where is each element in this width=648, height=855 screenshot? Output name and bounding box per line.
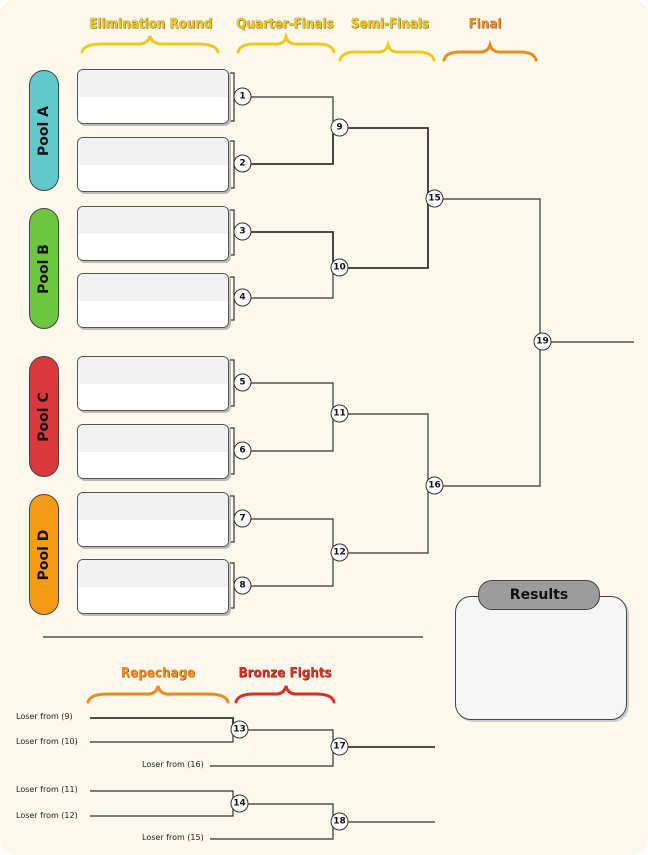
- competitor-entry-top[interactable]: [78, 425, 228, 453]
- pool-d-text: Pool D: [36, 529, 52, 580]
- match-node-3: 3: [233, 222, 252, 241]
- match-node-8: 8: [233, 576, 252, 595]
- match-node-4: 4: [233, 288, 252, 307]
- competitor-entry-bottom[interactable]: [78, 383, 228, 410]
- pool-c-text: Pool C: [36, 391, 52, 442]
- competitor-slot-3[interactable]: [77, 206, 229, 261]
- competitor-slot-2[interactable]: [77, 137, 229, 192]
- match-node-1: 1: [233, 87, 252, 106]
- brace-quarter: [236, 31, 336, 54]
- pool-b-label: Pool B: [29, 208, 59, 329]
- competitor-entry-top[interactable]: [78, 493, 228, 521]
- loser-label-16: Loser from (16): [142, 760, 204, 769]
- pool-c-label: Pool C: [29, 356, 59, 477]
- match-node-10: 10: [330, 258, 349, 277]
- loser-label-12: Loser from (12): [16, 811, 78, 820]
- competitor-entry-bottom[interactable]: [78, 586, 228, 613]
- competitor-entry-top[interactable]: [78, 274, 228, 302]
- loser-label-10: Loser from (10): [16, 737, 78, 746]
- match-node-13: 13: [230, 720, 249, 739]
- pool-d-label: Pool D: [29, 494, 59, 615]
- loser-label-9: Loser from (9): [16, 712, 73, 721]
- competitor-entry-bottom[interactable]: [78, 233, 228, 260]
- pool-b-text: Pool B: [36, 243, 52, 294]
- header-quarter-finals: Quarter-Finals: [236, 17, 334, 32]
- competitor-slot-7[interactable]: [77, 492, 229, 547]
- brace-final: [442, 39, 538, 62]
- loser-label-11: Loser from (11): [16, 785, 78, 794]
- competitor-entry-top[interactable]: [78, 560, 228, 588]
- match-node-19: 19: [533, 332, 552, 351]
- brace-semi: [338, 39, 436, 62]
- header-semi-finals: Semi-Finals: [350, 17, 430, 32]
- competitor-slot-1[interactable]: [77, 69, 229, 124]
- competitor-entry-top[interactable]: [78, 207, 228, 235]
- match-node-18: 18: [330, 812, 349, 831]
- competitor-entry-bottom[interactable]: [78, 300, 228, 327]
- competitor-entry-bottom[interactable]: [78, 519, 228, 546]
- pool-a-label: Pool A: [29, 70, 59, 191]
- header-elimination-round: Elimination Round: [89, 17, 213, 32]
- match-node-9: 9: [330, 118, 349, 137]
- brace-bronze: [234, 685, 336, 704]
- competitor-entry-top[interactable]: [78, 70, 228, 98]
- competitor-entry-bottom[interactable]: [78, 96, 228, 123]
- match-node-7: 7: [233, 509, 252, 528]
- competitor-entry-bottom[interactable]: [78, 451, 228, 478]
- header-bronze-fights: Bronze Fights: [238, 666, 332, 681]
- match-node-11: 11: [330, 404, 349, 423]
- brace-elimination: [80, 35, 220, 54]
- competitor-entry-bottom[interactable]: [78, 164, 228, 191]
- match-node-2: 2: [233, 154, 252, 173]
- header-repechage: Repechage: [120, 666, 196, 681]
- competitor-slot-4[interactable]: [77, 273, 229, 328]
- competitor-slot-6[interactable]: [77, 424, 229, 479]
- match-node-15: 15: [425, 189, 444, 208]
- competitor-entry-top[interactable]: [78, 138, 228, 166]
- match-node-6: 6: [233, 441, 252, 460]
- match-node-14: 14: [230, 794, 249, 813]
- brace-repechage: [86, 685, 230, 704]
- match-node-12: 12: [330, 543, 349, 562]
- results-title: Results: [478, 580, 600, 610]
- match-node-16: 16: [425, 476, 444, 495]
- header-final: Final: [468, 17, 502, 32]
- competitor-slot-5[interactable]: [77, 356, 229, 411]
- loser-label-15: Loser from (15): [142, 833, 204, 842]
- match-node-17: 17: [330, 737, 349, 756]
- match-node-5: 5: [233, 373, 252, 392]
- competitor-slot-8[interactable]: [77, 559, 229, 614]
- pool-a-text: Pool A: [36, 105, 52, 156]
- results-panel[interactable]: [455, 596, 627, 720]
- competitor-entry-top[interactable]: [78, 357, 228, 385]
